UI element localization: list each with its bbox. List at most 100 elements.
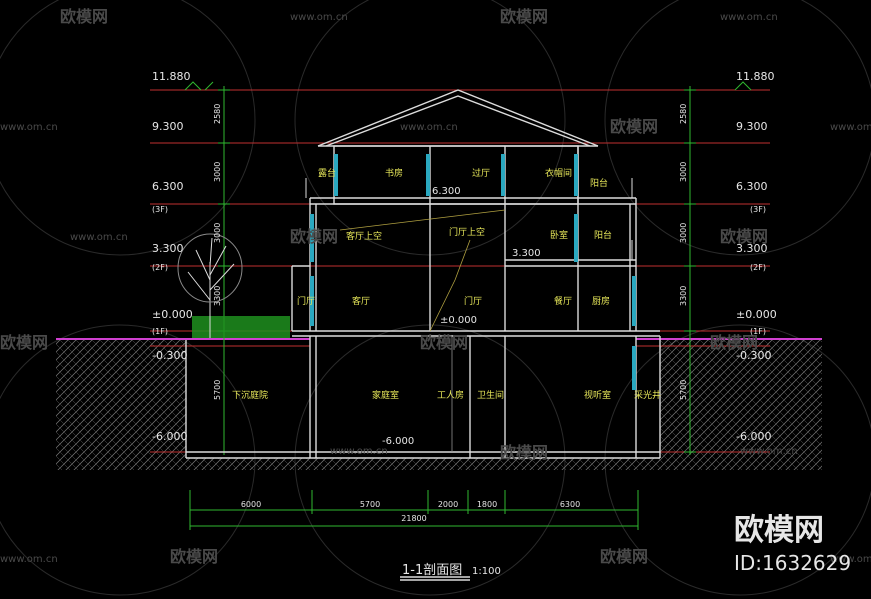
hdim-segment-3: 1800: [477, 500, 497, 509]
room-second-3: 阳台: [594, 229, 612, 241]
inner-level-first: ±0.000: [440, 315, 477, 326]
level-left-1: 9.300: [152, 120, 184, 133]
watermark-url-1: www.om.cn: [720, 12, 778, 23]
level-right-1: 9.300: [736, 120, 768, 133]
inner-levels: 6.300 3.300 ±0.000 -6.000: [382, 186, 541, 447]
level-labels: 11.880 9.300 6.300 (3F) 3.300 (2F) ±0.000 (1F) -…: [152, 70, 777, 443]
level-right-4: ±0.000: [736, 308, 777, 321]
vdim-right-3: 3300: [679, 286, 688, 306]
room-second-1: 门厅上空: [449, 226, 485, 238]
vdim-left-0: 2580: [213, 104, 222, 124]
room-basement-2: 工人房: [437, 389, 464, 401]
hdim-segment-2: 2000: [438, 500, 458, 509]
level-left-4: ±0.000: [152, 308, 193, 321]
inner-level-third: 6.300: [432, 186, 461, 197]
vdim-left-3: 3300: [213, 286, 222, 306]
watermark-logo-9: 欧模网: [170, 547, 218, 566]
inner-level-basement: -6.000: [382, 436, 414, 447]
horizontal-dimension-labels: 6000 5700 2000 1800 6300: [241, 500, 580, 509]
vdim-right-4: 5700: [679, 380, 688, 400]
watermark-logo-10: 欧模网: [600, 547, 648, 566]
level-right-6: -6.000: [736, 430, 771, 443]
floor-left-3: (2F): [152, 263, 168, 272]
windows: [310, 154, 636, 390]
room-first-4: 厨房: [592, 295, 610, 307]
watermark-logo-8: 欧模网: [500, 443, 548, 462]
floor-left-4: (1F): [152, 327, 168, 336]
room-third-1: 书房: [385, 167, 403, 179]
watermark-logo-3: 欧模网: [290, 227, 338, 246]
building-structure: [185, 89, 661, 459]
watermark-url-3: www.om.cn: [400, 122, 458, 133]
room-third-3: 衣帽间: [545, 167, 572, 179]
room-third-4: 阳台: [590, 177, 608, 189]
watermark-layer: 欧模网欧模网欧模网欧模网欧模网欧模网欧模网欧模网欧模网欧模网欧模网www.om.…: [0, 7, 871, 566]
vdim-left-2: 3000: [213, 223, 222, 243]
vdim-right-1: 3000: [679, 162, 688, 182]
room-first-3: 餐厅: [554, 295, 572, 307]
level-left-0: 11.880: [152, 70, 191, 83]
floor-left-2: (3F): [152, 205, 168, 214]
watermark-url-5: www.om.cn: [70, 232, 128, 243]
watermark-logo-5: 欧模网: [0, 333, 48, 352]
room-second-2: 卧室: [550, 229, 568, 241]
watermark-id: ID:1632629: [734, 551, 851, 575]
watermark-logo-2: 欧模网: [610, 117, 658, 136]
floor-right-3: (2F): [750, 263, 766, 272]
vdim-right-2: 3000: [679, 223, 688, 243]
watermark-url-0: www.om.cn: [290, 12, 348, 23]
watermark-logo-4: 欧模网: [720, 227, 768, 246]
level-left-3: 3.300: [152, 242, 184, 255]
vdim-right-0: 2580: [679, 104, 688, 124]
hdim-segment-4: 6300: [560, 500, 580, 509]
level-left-2: 6.300: [152, 180, 184, 193]
room-second-0: 客厅上空: [346, 230, 382, 242]
watermark-url-8: www.om.cn: [330, 446, 388, 457]
level-right-0: 11.880: [736, 70, 775, 83]
vertical-dimension-labels: 2580 3000 3000 3300 5700 2580 3000 3000 3300 5700: [213, 104, 688, 400]
floor-right-2: (3F): [750, 205, 766, 214]
watermark-url-2: www.om.cn: [0, 122, 58, 133]
room-first-2: 门厅: [464, 295, 482, 307]
room-basement-1: 家庭室: [372, 389, 399, 401]
level-right-3: 3.300: [736, 242, 768, 255]
room-basement-0: 下沉庭院: [232, 389, 268, 401]
total-dimension: 21800: [401, 514, 426, 523]
landscape: [177, 178, 633, 338]
watermark-url-9: www.om.cn: [740, 446, 798, 457]
ground-hatch: [56, 338, 822, 470]
vertical-dimension-lines: [184, 81, 752, 455]
watermark-logo-7: 欧模网: [710, 333, 758, 352]
level-left-5: -0.300: [152, 349, 187, 362]
horizontal-dimension-lines: [189, 490, 639, 530]
room-first-0: 门厅: [297, 295, 315, 307]
room-third-2: 过厅: [472, 167, 490, 179]
watermark-url-6: www.om.cn: [0, 554, 58, 565]
level-right-2: 6.300: [736, 180, 768, 193]
room-third-0: 露台: [318, 167, 336, 179]
drawing-title: 1-1剖面图: [402, 563, 462, 578]
level-left-6: -6.000: [152, 430, 187, 443]
level-right-5: -0.300: [736, 349, 771, 362]
hdim-segment-1: 5700: [360, 500, 380, 509]
title-underline: [400, 576, 470, 581]
floor-right-4: (1F): [750, 327, 766, 336]
vdim-left-4: 5700: [213, 380, 222, 400]
watermark-logo-0: 欧模网: [60, 7, 108, 26]
watermark-url-7: www.om.cn: [830, 554, 871, 565]
watermark-logo-1: 欧模网: [500, 7, 548, 26]
tree-icon: [177, 233, 243, 338]
room-basement-4: 视听室: [584, 389, 611, 401]
watermark-logo-6: 欧模网: [420, 333, 468, 352]
drawing-scale: 1:100: [472, 566, 501, 577]
room-basement-3: 卫生间: [477, 389, 504, 401]
room-basement-5: 采光井: [634, 389, 661, 401]
hdim-segment-0: 6000: [241, 500, 261, 509]
inner-level-second: 3.300: [512, 248, 541, 259]
room-labels: 露台书房过厅衣帽间阳台客厅上空门厅上空卧室阳台门厅客厅门厅餐厅厨房下沉庭院家庭室…: [232, 167, 661, 401]
room-first-1: 客厅: [352, 295, 370, 307]
watermark-logo-large: 欧模网: [734, 513, 824, 548]
vdim-left-1: 3000: [213, 162, 222, 182]
